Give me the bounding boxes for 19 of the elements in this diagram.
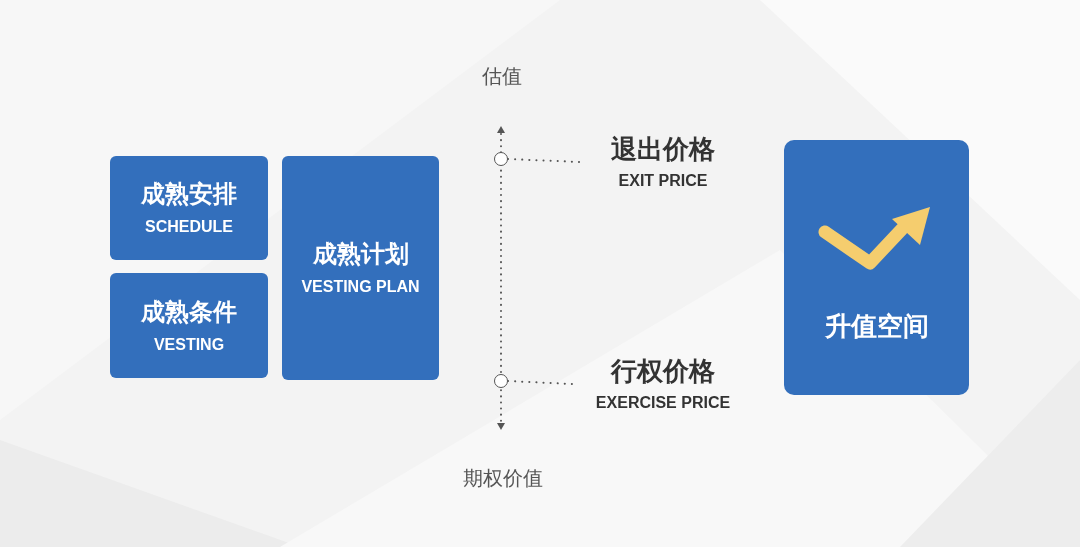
- card-title: 成熟安排: [141, 179, 237, 209]
- value-card: [784, 140, 969, 395]
- axis-label: 估值: [482, 64, 522, 88]
- leader-line: [507, 380, 573, 385]
- leader-line: [507, 158, 581, 163]
- plan-card: [282, 156, 439, 380]
- card-subtitle: SCHEDULE: [145, 217, 233, 237]
- price-title: 退出价格: [611, 133, 715, 165]
- card-subtitle: VESTING PLAN: [301, 277, 420, 297]
- card-title: 成熟计划: [312, 239, 409, 269]
- plan-card: [110, 156, 268, 260]
- card-subtitle: VESTING: [153, 334, 225, 355]
- plan-card: [110, 273, 268, 378]
- price-subtitle: EXERCISE PRICE: [595, 393, 731, 413]
- price-subtitle: EXIT PRICE: [618, 171, 708, 191]
- axis-label: 期权价值: [463, 466, 543, 490]
- card-title: 升值空间: [823, 310, 930, 342]
- price-title: 行权价格: [611, 355, 715, 387]
- card-title: 成熟条件: [141, 296, 237, 327]
